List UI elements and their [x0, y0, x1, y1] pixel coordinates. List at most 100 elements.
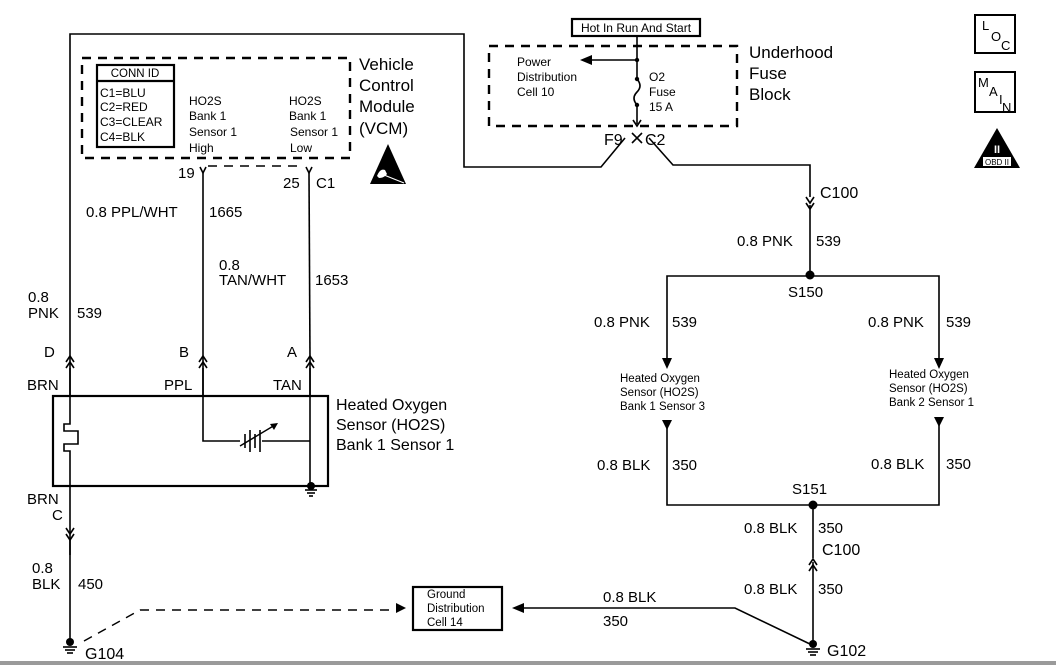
wire-blk-450[interactable]: 0.8 BLK 450: [32, 538, 103, 641]
svg-text:0.8 PNK: 0.8 PNK: [737, 233, 793, 250]
svg-text:Low: Low: [290, 141, 312, 155]
pin-b-terminal: [198, 354, 208, 369]
svg-text:Distribution: Distribution: [427, 603, 485, 615]
svg-text:Fuse: Fuse: [649, 85, 676, 99]
conn-id-box[interactable]: CONN ID C1=BLU C2=RED C3=CLEAR C4=BLK: [95, 63, 176, 149]
svg-text:O: O: [991, 29, 1001, 44]
svg-text:High: High: [189, 141, 214, 155]
ground-g102: G102: [806, 640, 866, 660]
wire-blk-350-ground-dist[interactable]: 0.8 BLK 350: [512, 589, 813, 646]
wire-blk-350-s151[interactable]: 0.8 BLK 350: [744, 505, 843, 558]
svg-text:G104: G104: [85, 646, 124, 663]
svg-text:Bank 1 Sensor 3: Bank 1 Sensor 3: [620, 401, 705, 413]
wire-blk-350-b2s1[interactable]: 0.8 BLK 350: [871, 456, 971, 473]
arrow-right-icon: [396, 603, 406, 613]
svg-text:0.8 BLK: 0.8 BLK: [744, 581, 797, 598]
heater-element-icon: [63, 359, 79, 555]
svg-text:0.8: 0.8: [28, 289, 49, 306]
pin-d-terminal: [65, 354, 75, 369]
arrow-down-icon: [934, 358, 944, 369]
vcm-pin-19-terminal: [199, 166, 207, 175]
connector-c100-bottom: C100: [822, 542, 860, 559]
wire-blk-350-b1s3[interactable]: 0.8 BLK 350: [597, 457, 697, 474]
sensor-b2s1-label[interactable]: Heated Oxygen Sensor (HO2S) Bank 2 Senso…: [889, 369, 974, 409]
conn-id-header: CONN ID: [111, 68, 160, 80]
pin-a-color: TAN: [273, 377, 302, 394]
o2-fuse[interactable]: [630, 76, 644, 108]
svg-text:Vehicle: Vehicle: [359, 55, 414, 74]
vcm-module: CONN ID C1=BLU C2=RED C3=CLEAR C4=BLK HO…: [80, 55, 415, 192]
svg-text:0.8 PNK: 0.8 PNK: [868, 314, 924, 331]
svg-text:350: 350: [818, 520, 843, 537]
svg-text:I: I: [999, 92, 1003, 107]
svg-text:OBD II: OBD II: [985, 158, 1009, 167]
svg-text:0.8: 0.8: [219, 257, 240, 274]
main-badge-icon[interactable]: M A I N: [974, 71, 1016, 115]
wire-tan-wht-1653[interactable]: 0.8 TAN/WHT 1653: [219, 172, 348, 360]
bottom-border: [0, 661, 1056, 665]
svg-text:Bank 1 Sensor 1: Bank 1 Sensor 1: [336, 437, 454, 454]
variable-cell-icon: [239, 423, 278, 452]
vcm-dashed-outline: [80, 56, 352, 160]
arrow-left-icon: [580, 55, 592, 65]
splice-s151-label: S151: [792, 481, 827, 498]
svg-text:Distribution: Distribution: [517, 70, 577, 84]
svg-text:Cell 10: Cell 10: [517, 85, 555, 99]
pin-b-label: B: [179, 344, 189, 361]
svg-text:A: A: [989, 84, 998, 99]
svg-text:Ground: Ground: [427, 589, 465, 601]
svg-text:539: 539: [77, 305, 102, 322]
vcm-pin-25-terminal: [305, 166, 313, 175]
wire-pnk-539-left[interactable]: 0.8 PNK 539: [28, 33, 626, 359]
svg-text:Fuse: Fuse: [749, 64, 787, 83]
svg-text:Bank 1: Bank 1: [189, 109, 227, 123]
svg-text:Heated Oxygen: Heated Oxygen: [620, 373, 700, 385]
svg-text:15 A: 15 A: [649, 100, 673, 114]
svg-text:0.8 PPL/WHT: 0.8 PPL/WHT: [86, 204, 178, 221]
conn-id-row: C4=BLK: [100, 130, 145, 144]
svg-text:Sensor 1: Sensor 1: [189, 125, 237, 139]
conn-id-row: C2=RED: [100, 100, 148, 114]
pin-d-label: D: [44, 344, 55, 361]
pin-c-label: C: [52, 507, 63, 524]
pin-d-color: BRN: [27, 377, 59, 394]
splice-s150-label: S150: [788, 284, 823, 301]
wire-pnk-539-b2s1[interactable]: 0.8 PNK 539: [868, 314, 971, 331]
arrow-down-icon: [662, 358, 672, 369]
pin-c-color: BRN: [27, 491, 59, 508]
svg-text:539: 539: [672, 314, 697, 331]
fuse-block-dashed-outline: [487, 44, 739, 128]
vcm-high-label: HO2S Bank 1 Sensor 1 High: [189, 94, 237, 155]
svg-text:Bank 1: Bank 1: [289, 109, 327, 123]
svg-text:Module: Module: [359, 97, 415, 116]
svg-text:Power: Power: [517, 55, 551, 69]
obd-ii-icon: II OBD II: [974, 128, 1020, 168]
wire-ppl-wht-1665[interactable]: 0.8 PPL/WHT 1665: [86, 173, 242, 359]
svg-text:0.8 BLK: 0.8 BLK: [744, 520, 797, 537]
svg-text:HO2S: HO2S: [289, 94, 322, 108]
underhood-fuse-block: Hot In Run And Start Power Distribution …: [487, 17, 833, 149]
wire-pnk-539-b1s3[interactable]: 0.8 PNK 539: [594, 314, 697, 331]
sensor-b1s1[interactable]: [51, 359, 330, 555]
bus-s150: [666, 275, 940, 365]
ground-g104: G104: [63, 638, 124, 663]
svg-text:Sensor (HO2S): Sensor (HO2S): [336, 417, 445, 434]
wire-pnk-539-main[interactable]: 0.8 PNK 539: [648, 137, 841, 275]
sensor-b1s3-label[interactable]: Heated Oxygen Sensor (HO2S) Bank 1 Senso…: [620, 373, 705, 413]
arrow-left-icon: [512, 603, 524, 613]
bus-s151: [666, 422, 940, 506]
svg-text:350: 350: [672, 457, 697, 474]
svg-text:0.8 BLK: 0.8 BLK: [871, 456, 924, 473]
loc-badge-icon[interactable]: L O C: [974, 14, 1016, 54]
wire-blk-350-g102[interactable]: 0.8 BLK 350: [744, 562, 843, 644]
svg-text:BLK: BLK: [32, 576, 60, 593]
svg-text:539: 539: [946, 314, 971, 331]
sensor-b1s1-title: Heated Oxygen Sensor (HO2S) Bank 1 Senso…: [336, 397, 454, 454]
ground-distribution-cell-14[interactable]: Ground Distribution Cell 14: [411, 585, 504, 632]
svg-text:TAN/WHT: TAN/WHT: [219, 272, 286, 289]
svg-text:Sensor 1: Sensor 1: [290, 125, 338, 139]
svg-text:Sensor (HO2S): Sensor (HO2S): [889, 383, 968, 395]
vcm-pin-25: 25: [283, 175, 300, 192]
fuse-label: O2 Fuse 15 A: [649, 70, 676, 114]
svg-text:350: 350: [946, 456, 971, 473]
